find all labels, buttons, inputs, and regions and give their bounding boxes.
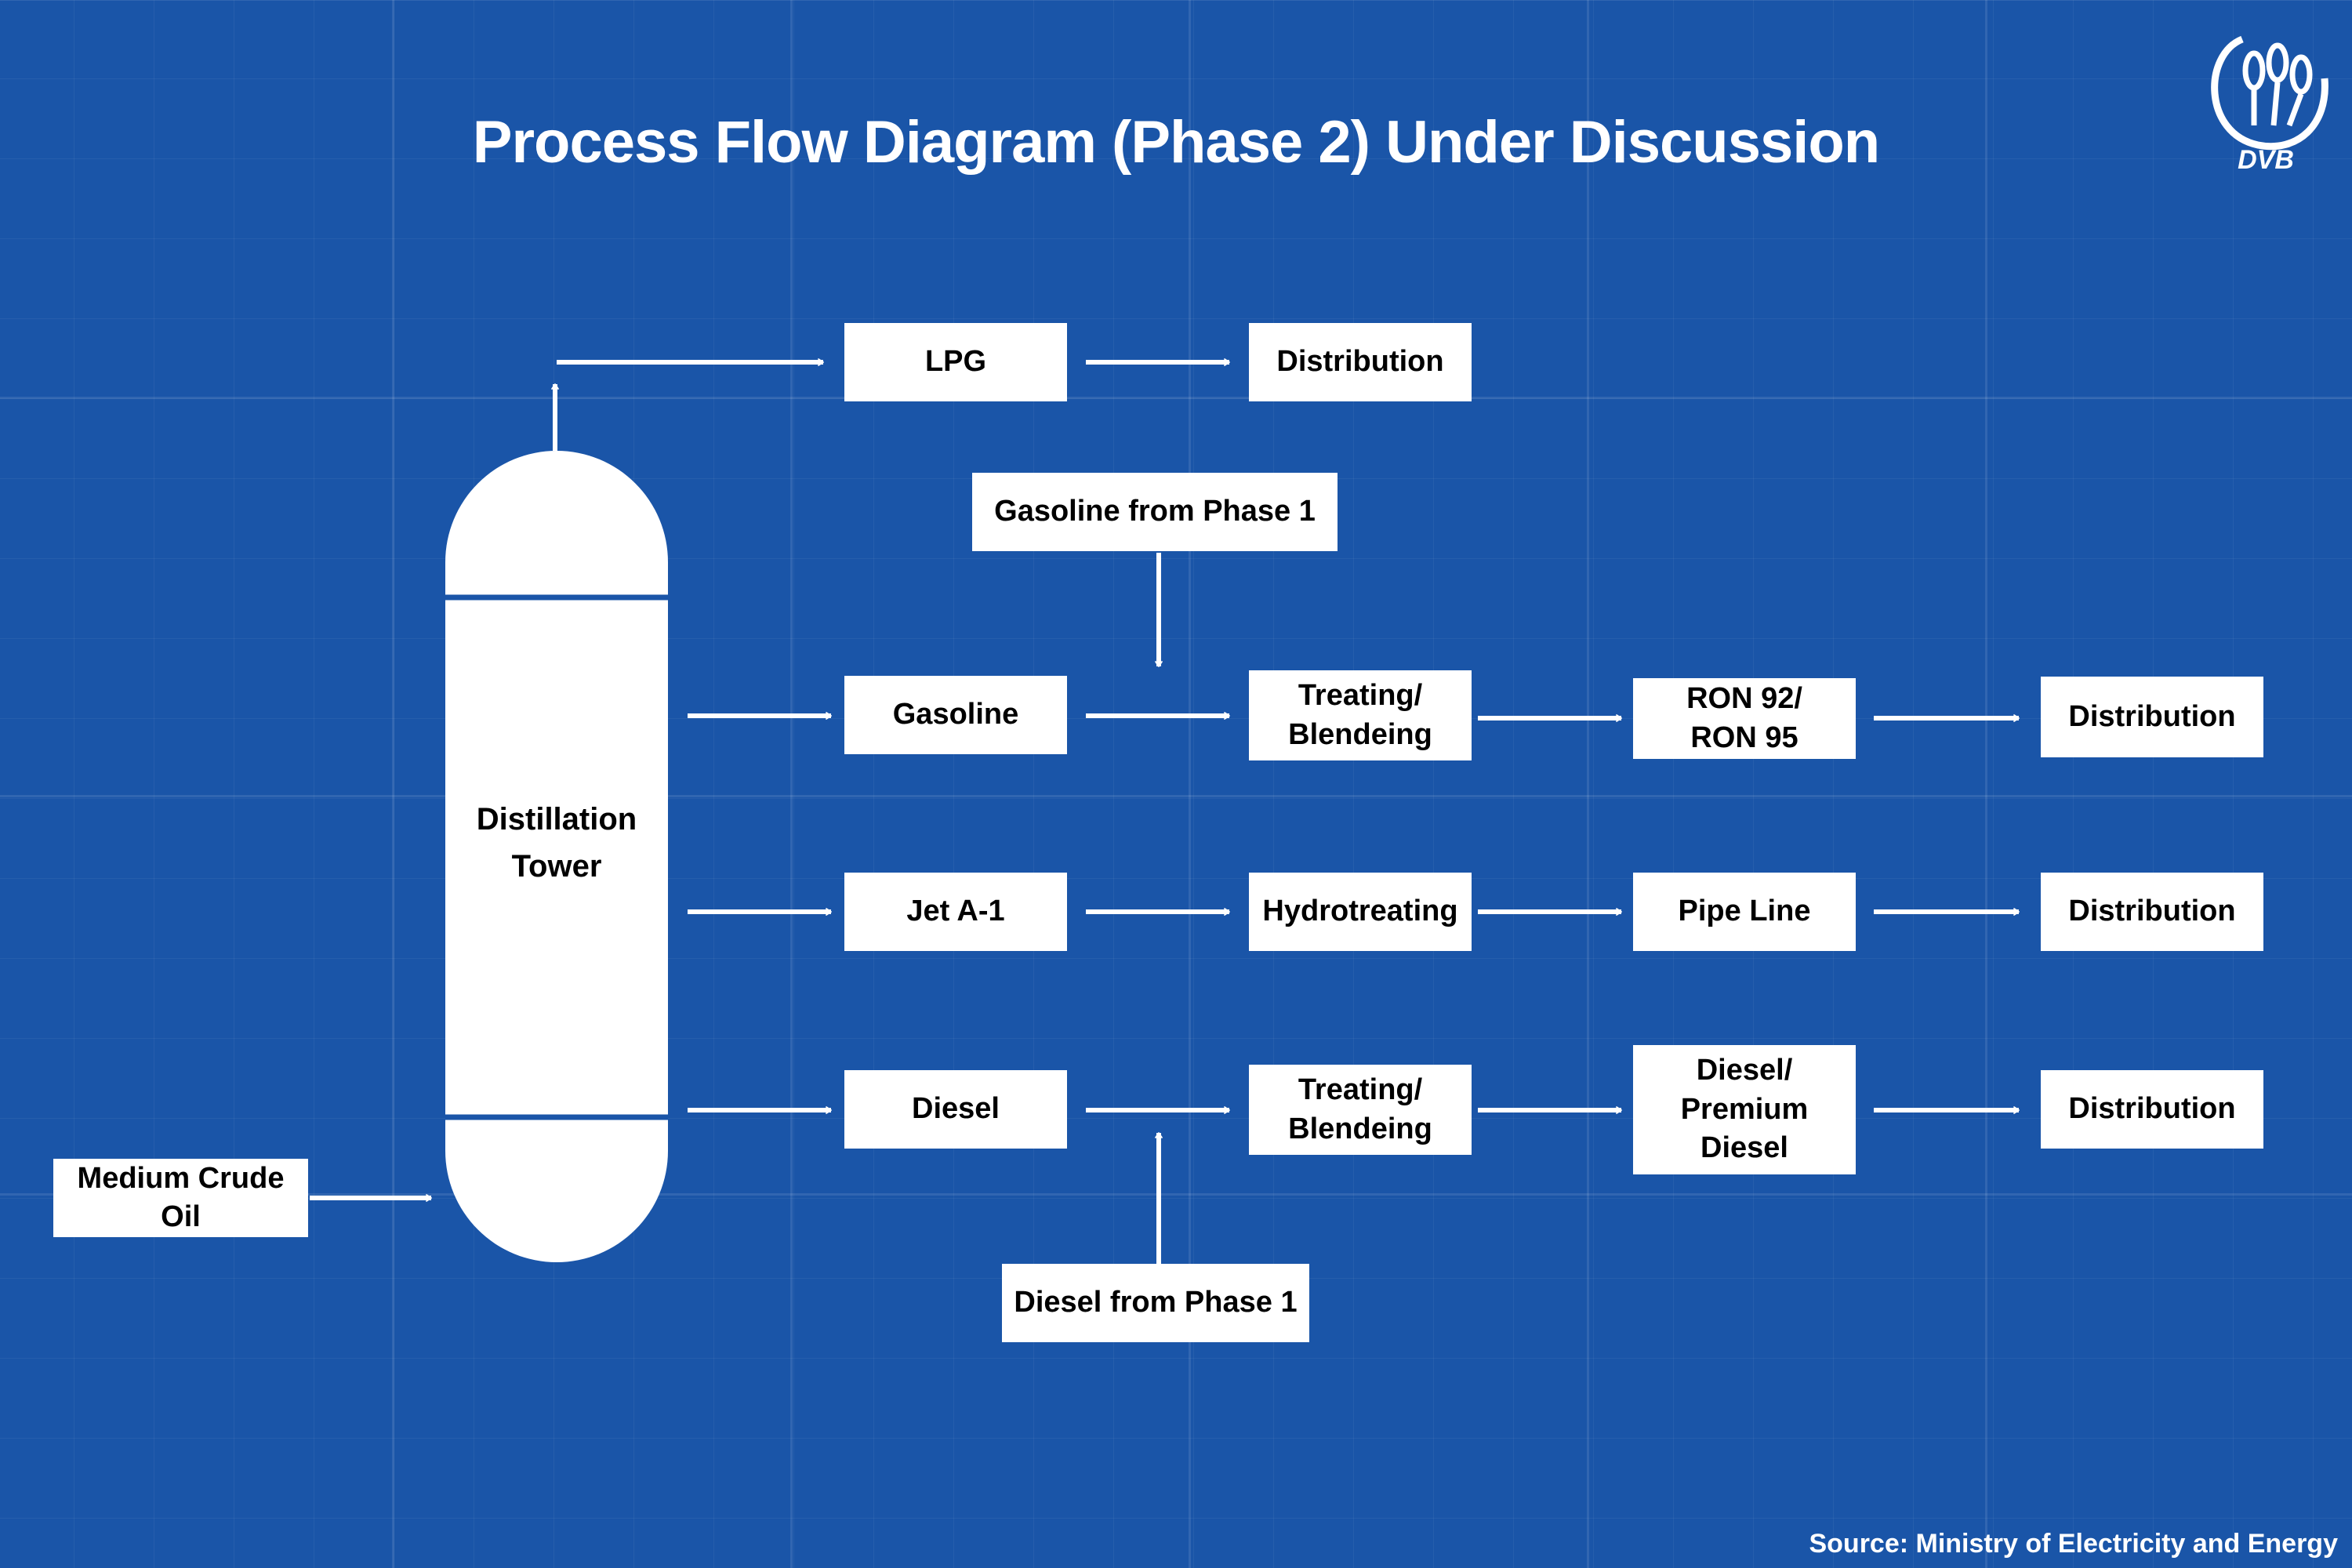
hydrotreating-box: Hydrotreating	[1249, 873, 1472, 951]
premium-diesel-box: Diesel/ Premium Diesel	[1633, 1045, 1856, 1174]
gasoline-treating-box: Treating/ Blendeing	[1249, 670, 1472, 760]
tower-label: Distillation Tower	[476, 802, 637, 884]
diesel-distribution-box: Distribution	[2041, 1070, 2263, 1149]
gasoline-distribution-box: Distribution	[2041, 677, 2263, 757]
jet-a1-box: Jet A-1	[844, 873, 1067, 951]
diesel-phase1-box: Diesel from Phase 1	[1002, 1264, 1309, 1342]
crude-oil-box: Medium Crude Oil	[53, 1159, 308, 1237]
lpg-distribution-box: Distribution	[1249, 323, 1472, 401]
dvb-logo: DVB	[2211, 35, 2328, 172]
ron-box: RON 92/ RON 95	[1633, 678, 1856, 759]
gasoline-box: Gasoline	[844, 676, 1067, 754]
source-note: Source: Ministry of Electricity and Ener…	[1809, 1529, 2338, 1559]
jet-distribution-box: Distribution	[2041, 873, 2263, 951]
gasoline-phase1-box: Gasoline from Phase 1	[972, 473, 1338, 551]
diesel-box: Diesel	[844, 1070, 1067, 1149]
svg-text:DVB: DVB	[2238, 145, 2294, 172]
lpg-box: LPG	[844, 323, 1067, 401]
pipe-line-box: Pipe Line	[1633, 873, 1856, 951]
page-title: Process Flow Diagram (Phase 2) Under Dis…	[472, 109, 1880, 176]
diesel-treating-box: Treating/ Blendeing	[1249, 1065, 1472, 1155]
distillation-tower	[445, 451, 668, 1262]
